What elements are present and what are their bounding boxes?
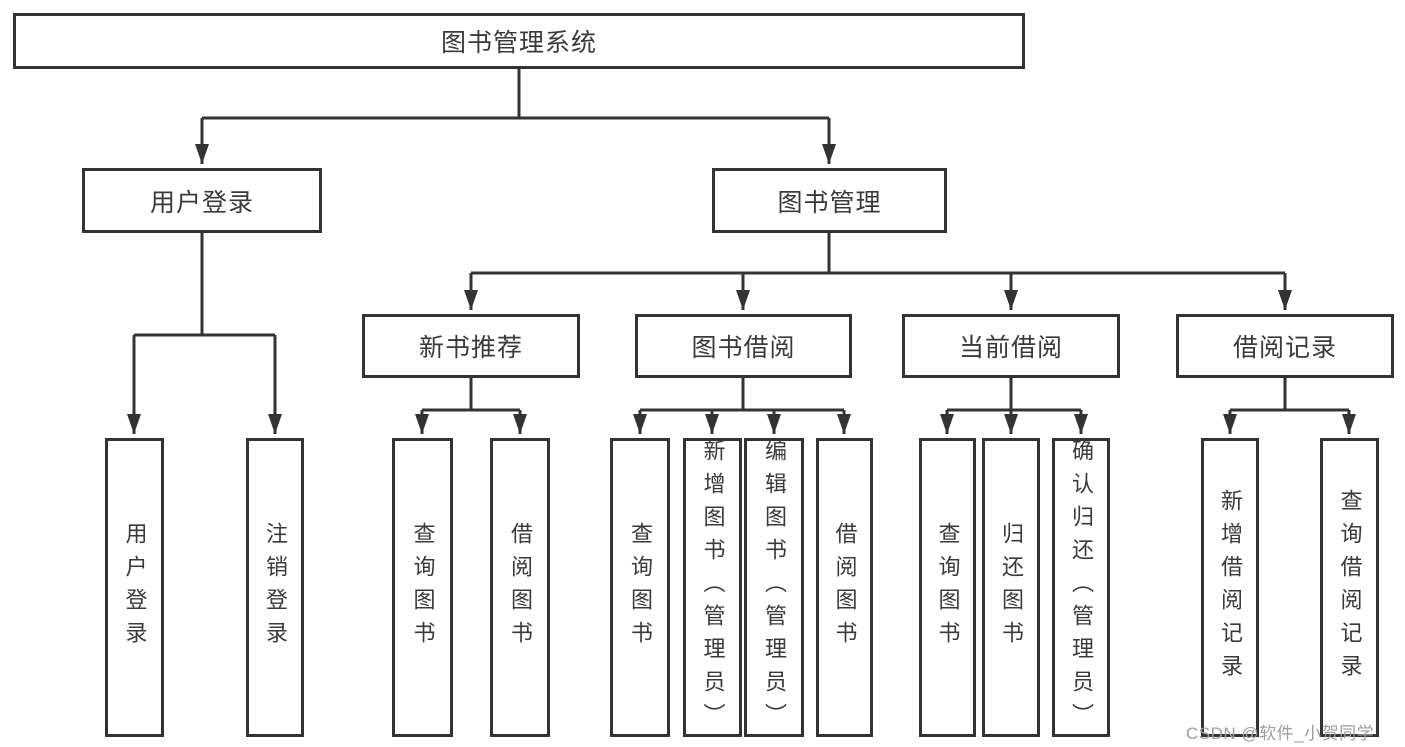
node-new-book-recommendation: 新书推荐: [362, 314, 580, 378]
node-book-management: 图书管理: [712, 168, 947, 233]
leaf-query-books-current: 查询图书: [919, 438, 976, 737]
node-borrowing-records: 借阅记录: [1176, 314, 1394, 378]
leaf-confirm-return-admin: 确认归还（管理员）: [1052, 438, 1110, 737]
node-user-login: 用户登录: [82, 168, 322, 233]
leaf-add-borrow-record: 新增借阅记录: [1201, 438, 1259, 737]
leaf-query-borrow-record: 查询借阅记录: [1320, 438, 1379, 737]
node-library-management-system: 图书管理系统: [13, 13, 1025, 69]
leaf-label: 归还图书: [999, 521, 1024, 654]
leaf-label: 借阅图书: [832, 521, 858, 654]
leaf-borrow-books: 借阅图书: [816, 438, 873, 737]
leaf-edit-books-admin: 编辑图书（管理员）: [744, 438, 804, 737]
leaf-query-books-recommend: 查询图书: [392, 438, 453, 737]
node-book-borrowing: 图书借阅: [635, 314, 852, 378]
node-current-borrowing: 当前借阅: [902, 314, 1120, 378]
leaf-add-books-admin: 新增图书（管理员）: [683, 438, 742, 737]
leaf-logout: 注销登录: [246, 438, 304, 737]
leaf-borrow-books-recommend: 借阅图书: [490, 438, 550, 737]
leaf-user-login: 用户登录: [105, 438, 164, 737]
connector-segments: [134, 69, 1349, 412]
leaf-label: 新增借阅记录: [1218, 488, 1243, 687]
csdn-watermark: CSDN @软件_小贺同学: [1186, 724, 1375, 743]
leaf-label: 借阅图书: [508, 521, 533, 654]
leaf-label: 查询图书: [935, 521, 961, 654]
leaf-label: 确认归还（管理员）: [1069, 439, 1094, 736]
leaf-label: 查询图书: [628, 521, 653, 654]
leaf-query-books-borrowing: 查询图书: [610, 438, 670, 737]
leaf-label: 用户登录: [122, 521, 148, 654]
leaf-label: 查询图书: [410, 521, 436, 654]
leaf-return-books: 归还图书: [982, 438, 1040, 737]
connector-arrows: [127, 118, 1356, 434]
leaf-label: 查询借阅记录: [1337, 488, 1363, 687]
leaf-label: 注销登录: [263, 521, 288, 654]
leaf-label: 新增图书（管理员）: [700, 439, 726, 736]
leaf-label: 编辑图书（管理员）: [762, 439, 787, 736]
